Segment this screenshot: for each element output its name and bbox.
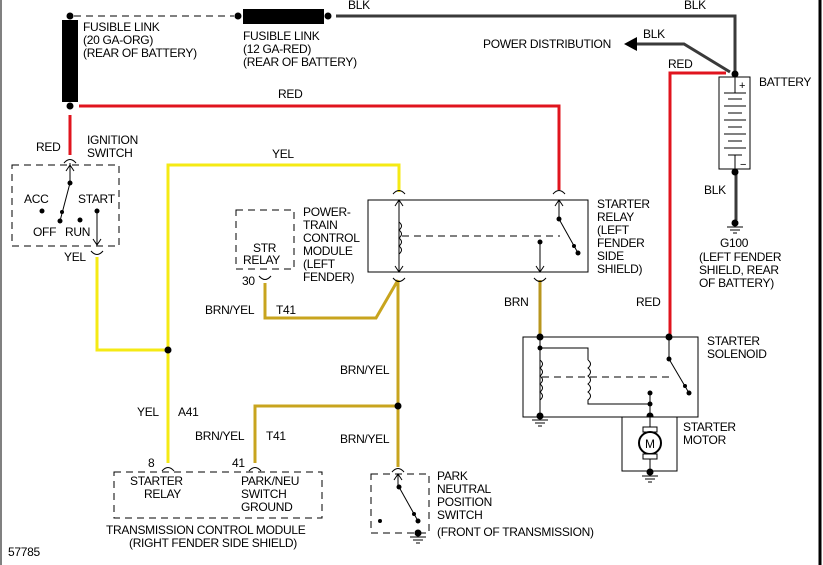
label-red-solenoid: RED — [636, 295, 661, 309]
label-start: START — [78, 192, 116, 206]
label-fusible-link-20-2: (20 GA-ORG) — [83, 33, 153, 47]
wire-brnyel-pcm — [263, 279, 400, 320]
label-pns-5: (FRONT OF TRANSMISSION) — [437, 525, 594, 539]
relay-coil-icon — [398, 221, 402, 255]
label-pcm-6: FENDER) — [303, 270, 355, 284]
label-str-relay: RELAY — [243, 253, 280, 267]
label-starter-relay-5: SIDE — [597, 249, 624, 263]
label-starter-relay-1: STARTER — [597, 197, 650, 211]
label-tcm-starter-1: STARTER — [130, 474, 183, 488]
label-brnyel-tcm: BRN/YEL — [195, 429, 245, 443]
battery: + − BATTERY — [718, 70, 812, 176]
label-tcm-starter-2: RELAY — [144, 487, 181, 501]
label-off: OFF — [33, 225, 56, 239]
label-starter-relay-6: SHIELD) — [597, 262, 643, 276]
label-pcm-5: (LEFT — [303, 257, 336, 271]
label-pcm-1: POWER- — [303, 205, 351, 219]
label-battery: BATTERY — [759, 75, 811, 89]
label-t41-pcm: T41 — [276, 303, 296, 317]
label-tcm-pns-3: GROUND — [241, 500, 293, 514]
wire-yel-main — [166, 163, 401, 463]
label-g100-2: (LEFT FENDER — [699, 250, 782, 264]
label-run: RUN — [65, 225, 90, 239]
label-yel-top: YEL — [272, 147, 294, 161]
label-starter-motor-1: STARTER — [683, 420, 736, 434]
label-power-distribution: POWER DISTRIBUTION — [483, 37, 611, 51]
label-g100-3: SHIELD, REAR — [699, 263, 779, 277]
solenoid-coil-icon — [539, 359, 543, 401]
label-starter-relay-3: (LEFT — [597, 223, 630, 237]
label-red-ignition: RED — [36, 140, 61, 154]
label-ignition-switch-1: IGNITION — [87, 133, 138, 147]
wire-brnyel-tcm — [253, 404, 398, 463]
figure-id: 57785 — [8, 545, 40, 559]
label-fusible-link-12-3: (REAR OF BATTERY) — [243, 55, 357, 69]
label-tcm-title-2: (RIGHT FENDER SIDE SHIELD) — [129, 536, 297, 550]
label-blk-ground: BLK — [704, 183, 726, 197]
park-neutral-position-switch: PARK NEUTRAL POSITION SWITCH (FRONT OF T… — [370, 468, 594, 544]
starter-solenoid: STARTER SOLENOID — [522, 333, 768, 427]
label-starter-motor-2: MOTOR — [683, 433, 727, 447]
label-ignition-switch-2: SWITCH — [87, 146, 133, 160]
label-acc: ACC — [24, 192, 49, 206]
pcm-str-relay: STR RELAY 30 POWER- TRAIN CONTROL MODULE… — [235, 205, 360, 288]
label-fusible-link-12-2: (12 GA-RED) — [243, 42, 311, 56]
label-pns-4: SWITCH — [437, 508, 483, 522]
starter-motor: M STARTER MOTOR — [621, 416, 737, 483]
label-blk-top-right: BLK — [684, 0, 706, 12]
label-pcm-3: CONTROL — [303, 231, 360, 245]
splice-yel — [164, 346, 172, 354]
label-starter-relay-4: FENDER — [597, 236, 645, 250]
label-blk-power: BLK — [643, 27, 665, 41]
splice-brnyel — [394, 402, 402, 410]
label-tcm-pns-2: SWITCH — [241, 487, 287, 501]
wire-blk-power-distribution — [636, 42, 731, 74]
label-brnyel-mid: BRN/YEL — [340, 363, 390, 377]
label-t41-tcm: T41 — [266, 429, 286, 443]
fusible-link-20ga: FUSIBLE LINK (20 GA-ORG) (REAR OF BATTER… — [62, 12, 234, 110]
label-pin-41: 41 — [232, 456, 245, 470]
label-red-main: RED — [278, 87, 303, 101]
wire-yel-ignition — [95, 257, 168, 352]
ignition-switch: ACC START OFF RUN IGNITION SWITCH — [11, 133, 138, 255]
label-tcm-title-1: TRANSMISSION CONTROL MODULE — [106, 523, 306, 537]
label-str: STR — [253, 241, 277, 255]
label-blk-top-mid: BLK — [348, 0, 370, 12]
transmission-control-module: 8 41 STARTER RELAY PARK/NEU SWITCH GROUN… — [106, 456, 323, 550]
label-starter-solenoid-2: SOLENOID — [707, 347, 767, 361]
label-pcm-4: MODULE — [303, 244, 353, 258]
label-pcm-2: TRAIN — [303, 218, 338, 232]
motor-symbol: M — [645, 437, 655, 451]
label-fusible-link-20-1: FUSIBLE LINK — [83, 20, 160, 34]
ground-g100: G100 (LEFT FENDER SHIELD, REAR OF BATTER… — [699, 219, 782, 290]
label-pns-3: POSITION — [437, 495, 492, 509]
wire-red-battery-solenoid — [668, 71, 726, 337]
label-g100-4: OF BATTERY) — [699, 276, 774, 290]
wire-red-main — [79, 104, 561, 190]
label-pin-8: 8 — [148, 456, 155, 470]
label-yel-tcm: YEL — [137, 405, 159, 419]
arrow-left-icon — [624, 37, 637, 51]
label-starter-solenoid-1: STARTER — [707, 334, 760, 348]
label-brnyel-pns: BRN/YEL — [340, 432, 390, 446]
battery-minus-icon: − — [740, 159, 746, 171]
label-pns-1: PARK — [437, 469, 468, 483]
label-pin-30: 30 — [242, 274, 255, 288]
label-red-battery: RED — [668, 57, 693, 71]
starter-relay: STARTER RELAY (LEFT FENDER SIDE SHIELD) — [367, 190, 651, 282]
wire-blk-top — [336, 14, 737, 75]
label-tcm-pns-1: PARK/NEU — [241, 474, 299, 488]
label-fusible-link-20-3: (REAR OF BATTERY) — [83, 46, 197, 60]
fusible-link-12ga: FUSIBLE LINK (12 GA-RED) (REAR OF BATTER… — [234, 9, 357, 69]
label-starter-relay-2: RELAY — [597, 210, 634, 224]
label-pns-2: NEUTRAL — [437, 482, 492, 496]
label-g100: G100 — [720, 236, 749, 250]
battery-plus-icon: + — [739, 80, 745, 92]
label-yel-ignition: YEL — [64, 250, 86, 264]
label-brn: BRN — [504, 295, 528, 309]
label-a41: A41 — [178, 405, 199, 419]
label-brnyel-pcm: BRN/YEL — [205, 303, 255, 317]
label-fusible-link-12-1: FUSIBLE LINK — [243, 29, 320, 43]
